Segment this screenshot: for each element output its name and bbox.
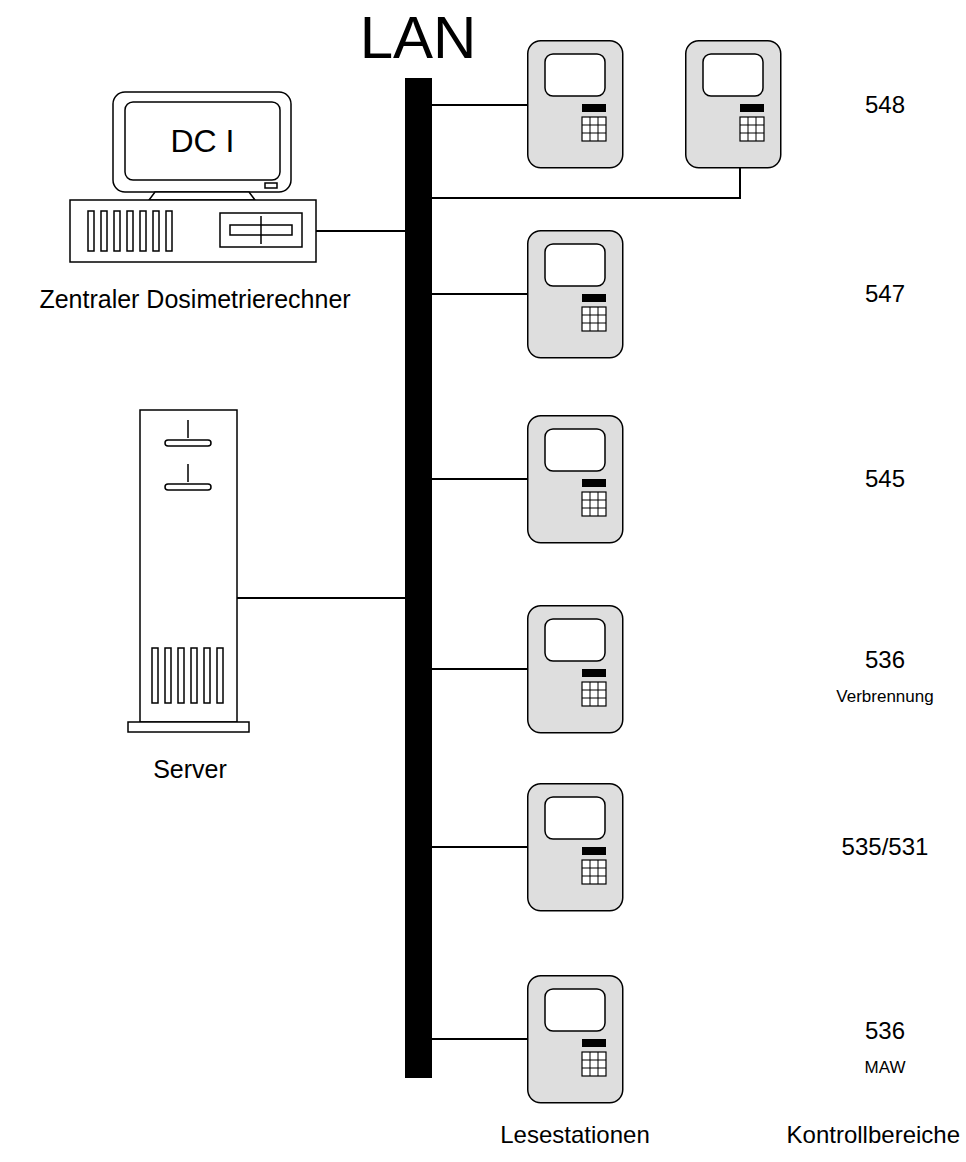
area-number: 535/531 [842, 834, 929, 860]
station-wire [432, 293, 527, 295]
bus-label: LAN [338, 4, 498, 72]
reading-station [528, 976, 623, 1103]
network-link [316, 230, 405, 232]
area-number: 547 [865, 281, 905, 307]
reading-station [528, 231, 623, 358]
reading-station [686, 41, 781, 168]
reading-station [528, 784, 623, 911]
area-number: 545 [865, 466, 905, 492]
lan-bus: LAN [338, 0, 498, 1080]
server-tower: Server [125, 400, 255, 790]
server-caption: Server [115, 753, 265, 785]
station-wire [432, 668, 527, 670]
station-wire [432, 1038, 527, 1040]
station-wire [432, 478, 527, 480]
area-note: MAW [865, 1059, 906, 1078]
area-number: 536 [865, 1018, 905, 1044]
reading-station [528, 606, 623, 733]
column-heading: Lesestationen [500, 1122, 649, 1148]
server-symbol [125, 400, 255, 790]
station-wire [432, 168, 740, 198]
area-number: 548 [865, 92, 905, 118]
station-wire [432, 104, 527, 106]
reading-station [528, 416, 623, 543]
area-number: 536 [865, 647, 905, 673]
reading-station [528, 41, 623, 168]
network-link [237, 597, 405, 599]
area-note: Verbrennung [836, 688, 933, 707]
station-wire [432, 846, 527, 848]
lan-bus-bar [405, 78, 432, 1078]
computer-caption: Zentraler Dosimetrierechner [5, 283, 385, 315]
dosimetry-computer: DC IZentraler Dosimetrierechner [60, 85, 326, 320]
column-heading: Kontrollbereiche [787, 1122, 960, 1148]
screen-text: DC I [125, 102, 280, 180]
